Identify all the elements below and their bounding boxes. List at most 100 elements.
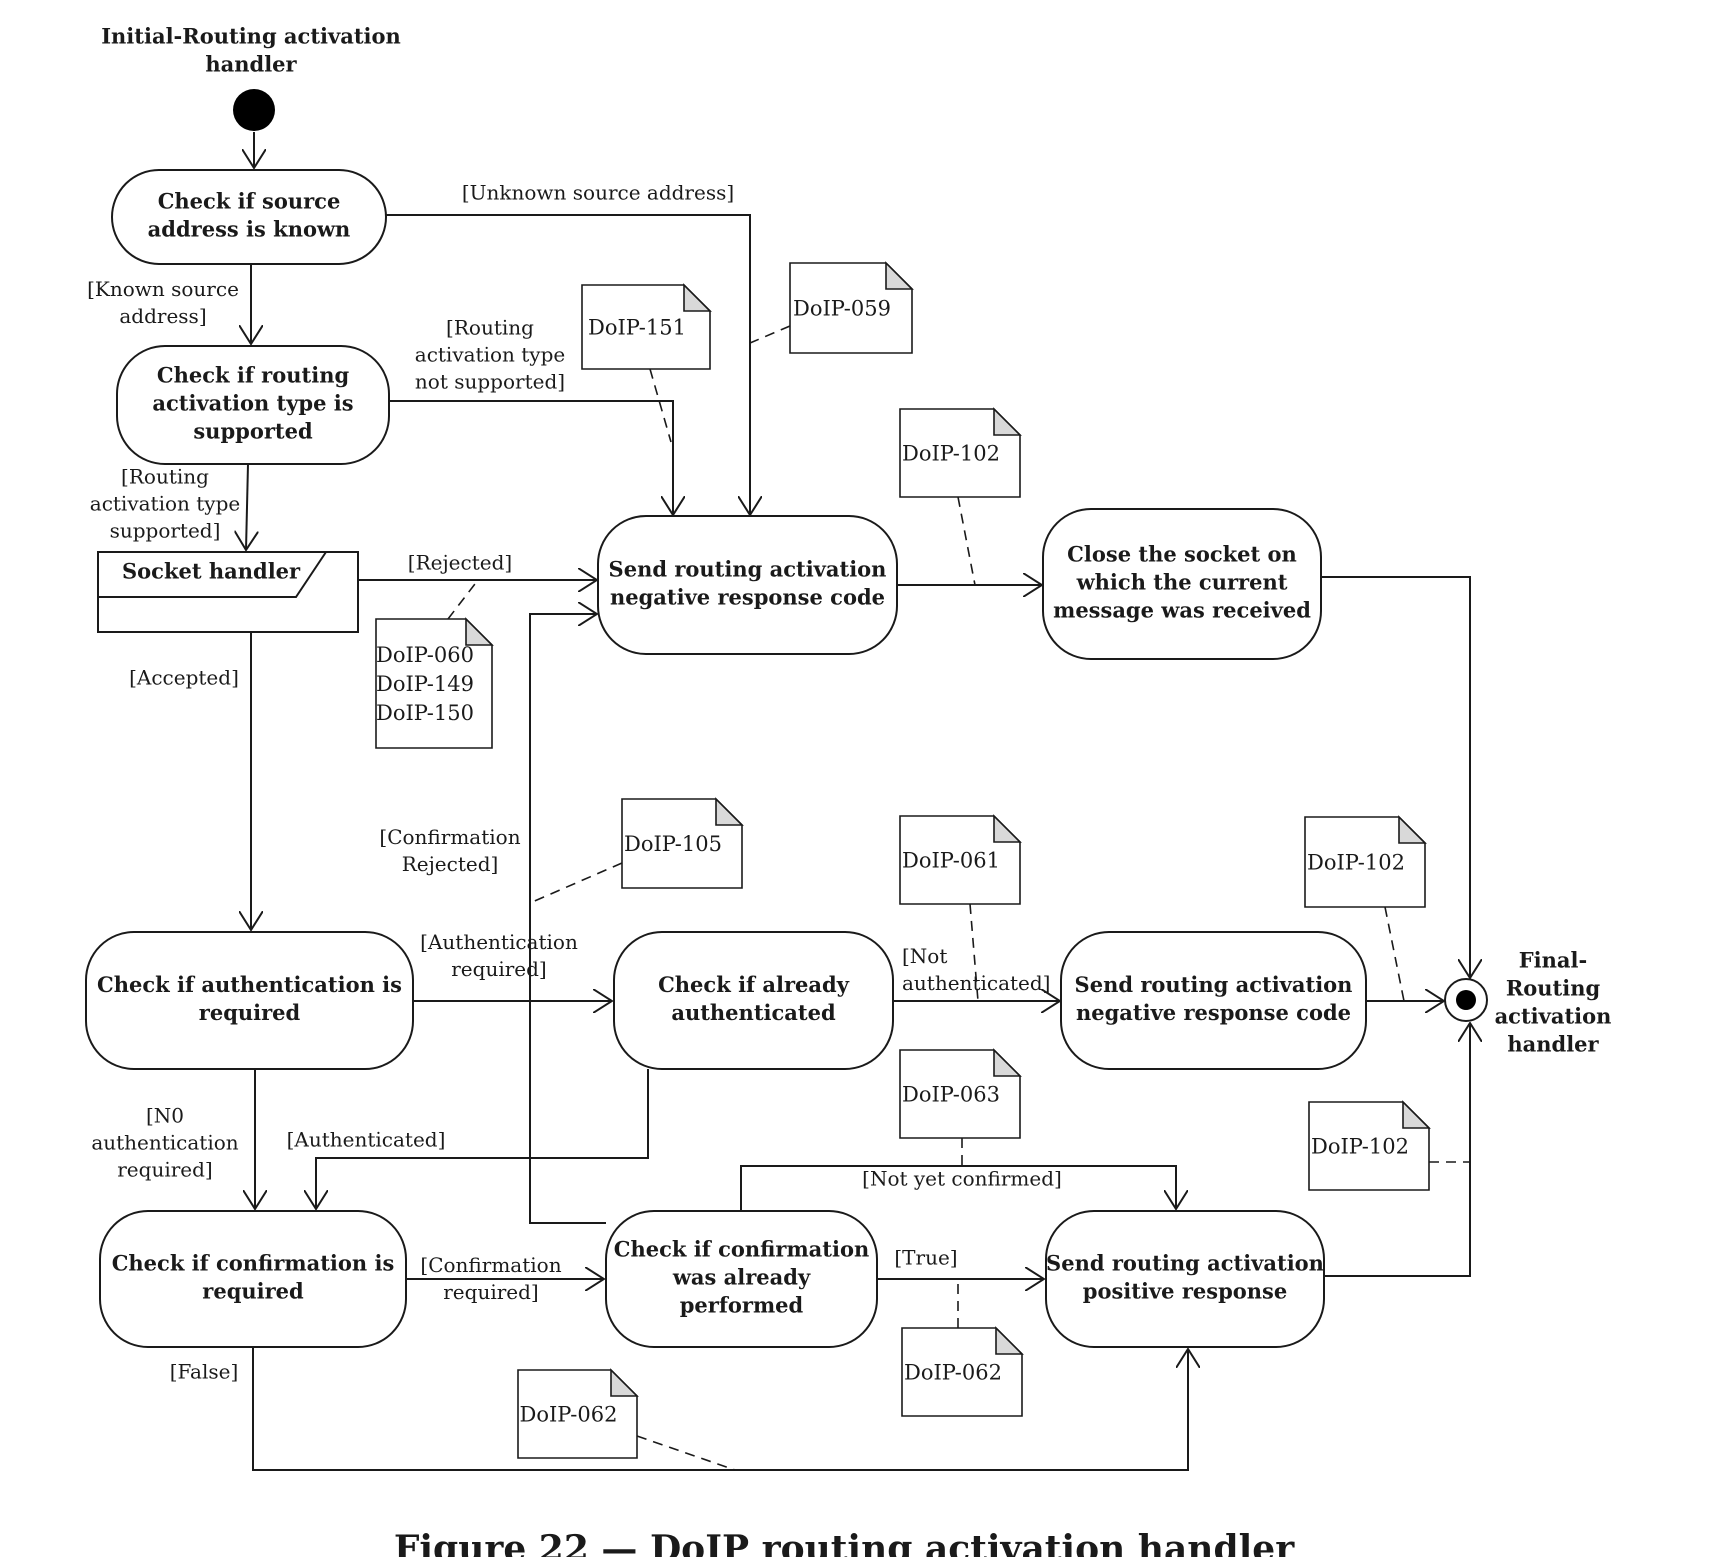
not-yet-confirmed-edge bbox=[740, 1165, 1176, 1211]
action-node-send-neg-mid bbox=[1060, 931, 1367, 1070]
n060-connector bbox=[447, 579, 479, 620]
action-node-send-neg-top-label-line: Send routing activation bbox=[609, 557, 887, 582]
close-to-final-edge bbox=[1321, 576, 1470, 978]
action-node-send-neg-mid-label-line: negative response code bbox=[1076, 1000, 1351, 1025]
action-node-check-conf-req-label-line: Check if confirmation is bbox=[112, 1251, 395, 1276]
guard-not-authenticated-line: authenticated] bbox=[902, 971, 1050, 995]
note-n102a-fold-icon bbox=[993, 407, 1022, 436]
final-node-label-line: activation bbox=[1495, 1004, 1612, 1029]
note-layer: DoIP-151DoIP-059DoIP-102DoIP-060DoIP-149… bbox=[375, 261, 1431, 1459]
action-node-check-already-auth bbox=[613, 931, 894, 1070]
note-n102a-label-line: DoIP-102 bbox=[902, 442, 1000, 466]
note-n063-label-line: DoIP-063 bbox=[902, 1083, 1000, 1107]
unknown-source-edge bbox=[386, 214, 750, 515]
guard-no-auth-required-line: required] bbox=[117, 1158, 212, 1182]
n102a-connector bbox=[957, 496, 976, 586]
guard-conf-required-line: required] bbox=[443, 1280, 538, 1304]
final-node-inner-icon bbox=[1456, 990, 1476, 1010]
note-n060-label-line: DoIP-060 bbox=[376, 643, 474, 667]
note-n062b bbox=[901, 1327, 1023, 1417]
action-node-check-source bbox=[111, 169, 387, 265]
action-node-check-already-auth-label-line: Check if already bbox=[658, 972, 850, 997]
note-n102b-fold-icon bbox=[1398, 815, 1427, 844]
note-n060-fold-icon bbox=[465, 617, 494, 646]
guard-known-source-line: [Known source bbox=[87, 277, 239, 301]
edge-layer bbox=[246, 132, 1470, 1471]
guard-type-supported-line: supported] bbox=[110, 519, 221, 543]
n151-connector bbox=[649, 368, 672, 443]
type-supported-edge bbox=[246, 463, 248, 550]
action-node-check-auth-req bbox=[85, 931, 414, 1070]
note-n105 bbox=[621, 798, 743, 889]
guard-type-not-supported-line: activation type bbox=[415, 343, 565, 367]
note-n061-label-line: DoIP-061 bbox=[902, 849, 1000, 873]
initial-node-label-line: Initial-Routing activation bbox=[101, 24, 401, 49]
final-node-label-line: Final- bbox=[1519, 948, 1587, 973]
action-node-check-type-label-line: supported bbox=[193, 419, 313, 444]
final-node-label-line: handler bbox=[1507, 1032, 1599, 1057]
action-node-check-auth-req-label-line: required bbox=[199, 1000, 301, 1025]
guard-authenticated-line: [Authenticated] bbox=[287, 1128, 446, 1152]
note-n061-fold-icon bbox=[993, 814, 1022, 843]
guard-true-line: [True] bbox=[894, 1246, 957, 1270]
confirmation-rejected-edge bbox=[529, 614, 606, 1224]
pos-to-final-edge bbox=[1324, 1023, 1470, 1277]
action-node-send-neg-top-label-line: negative response code bbox=[610, 585, 885, 610]
note-n059-label-line: DoIP-059 bbox=[793, 297, 891, 321]
action-node-check-conf-done-label-line: Check if confirmation bbox=[614, 1237, 870, 1262]
final-node-label-line: Routing bbox=[1506, 976, 1601, 1001]
guard-not-authenticated-line: [Not bbox=[902, 944, 947, 968]
guard-accepted-line: [Accepted] bbox=[129, 666, 239, 690]
note-n102b bbox=[1304, 816, 1426, 908]
guard-auth-required-line: required] bbox=[451, 957, 546, 981]
n059-connector bbox=[749, 325, 791, 344]
label-layer: Initial-Routing activationhandlerFinal-R… bbox=[87, 24, 1611, 1384]
initial-node-icon bbox=[233, 89, 275, 131]
action-node-check-source-label-line: Check if source bbox=[158, 189, 341, 214]
action-node-check-source-label-line: address is known bbox=[148, 217, 351, 242]
action-node-send-pos-label-line: positive response bbox=[1083, 1279, 1287, 1304]
guard-type-not-supported-line: not supported] bbox=[415, 370, 565, 394]
note-n061 bbox=[899, 815, 1021, 905]
note-n105-fold-icon bbox=[715, 797, 744, 826]
guard-false-line: [False] bbox=[170, 1360, 239, 1384]
guard-no-auth-required-line: authentication bbox=[91, 1131, 238, 1155]
action-node-close-socket-label-line: Close the socket on bbox=[1067, 542, 1297, 567]
note-n102c bbox=[1308, 1101, 1430, 1191]
socket-handler-label-line: Socket handler bbox=[122, 559, 301, 584]
action-node-check-conf-done bbox=[605, 1210, 878, 1348]
note-n151-label-line: DoIP-151 bbox=[588, 316, 686, 340]
note-n060 bbox=[375, 618, 493, 749]
guard-not-yet-confirmed-line: [Not yet confirmed] bbox=[862, 1167, 1062, 1191]
guard-type-supported-line: [Routing bbox=[121, 465, 209, 489]
action-node-check-conf-done-label-line: was already bbox=[672, 1265, 811, 1290]
guard-auth-required-line: [Authentication bbox=[420, 930, 578, 954]
action-node-check-conf-done-label-line: performed bbox=[680, 1293, 804, 1318]
note-n151 bbox=[581, 284, 711, 370]
guard-no-auth-required-line: [N0 bbox=[146, 1104, 184, 1128]
guard-conf-required-line: [Confirmation bbox=[420, 1253, 561, 1277]
note-n102c-label-line: DoIP-102 bbox=[1311, 1135, 1409, 1159]
guard-confirmation-rejected-line: [Confirmation bbox=[379, 825, 520, 849]
note-n062a bbox=[517, 1369, 638, 1459]
action-node-close-socket bbox=[1042, 508, 1322, 660]
note-n063-fold-icon bbox=[993, 1048, 1022, 1077]
note-n062b-fold-icon bbox=[995, 1326, 1024, 1355]
initial-node-label-line: handler bbox=[205, 52, 297, 77]
note-n102b-label-line: DoIP-102 bbox=[1307, 851, 1405, 875]
action-node-check-type bbox=[116, 345, 390, 465]
note-n059-fold-icon bbox=[885, 261, 914, 290]
guard-unknown-source-line: [Unknown source address] bbox=[462, 181, 734, 205]
note-n102a bbox=[899, 408, 1021, 498]
note-n059 bbox=[789, 262, 913, 354]
action-node-send-neg-top bbox=[597, 515, 898, 655]
figure-caption: Figure 22 — DoIP routing activation hand… bbox=[394, 1528, 1295, 1557]
socket-handler-tab bbox=[98, 551, 327, 598]
note-n063 bbox=[899, 1049, 1021, 1139]
action-node-check-auth-req-label-line: Check if authentication is bbox=[97, 972, 402, 997]
note-n062b-label-line: DoIP-062 bbox=[904, 1361, 1002, 1385]
note-n102c-fold-icon bbox=[1402, 1100, 1431, 1129]
action-node-check-type-label-line: activation type is bbox=[152, 391, 353, 416]
guard-confirmation-rejected-line: Rejected] bbox=[402, 852, 499, 876]
